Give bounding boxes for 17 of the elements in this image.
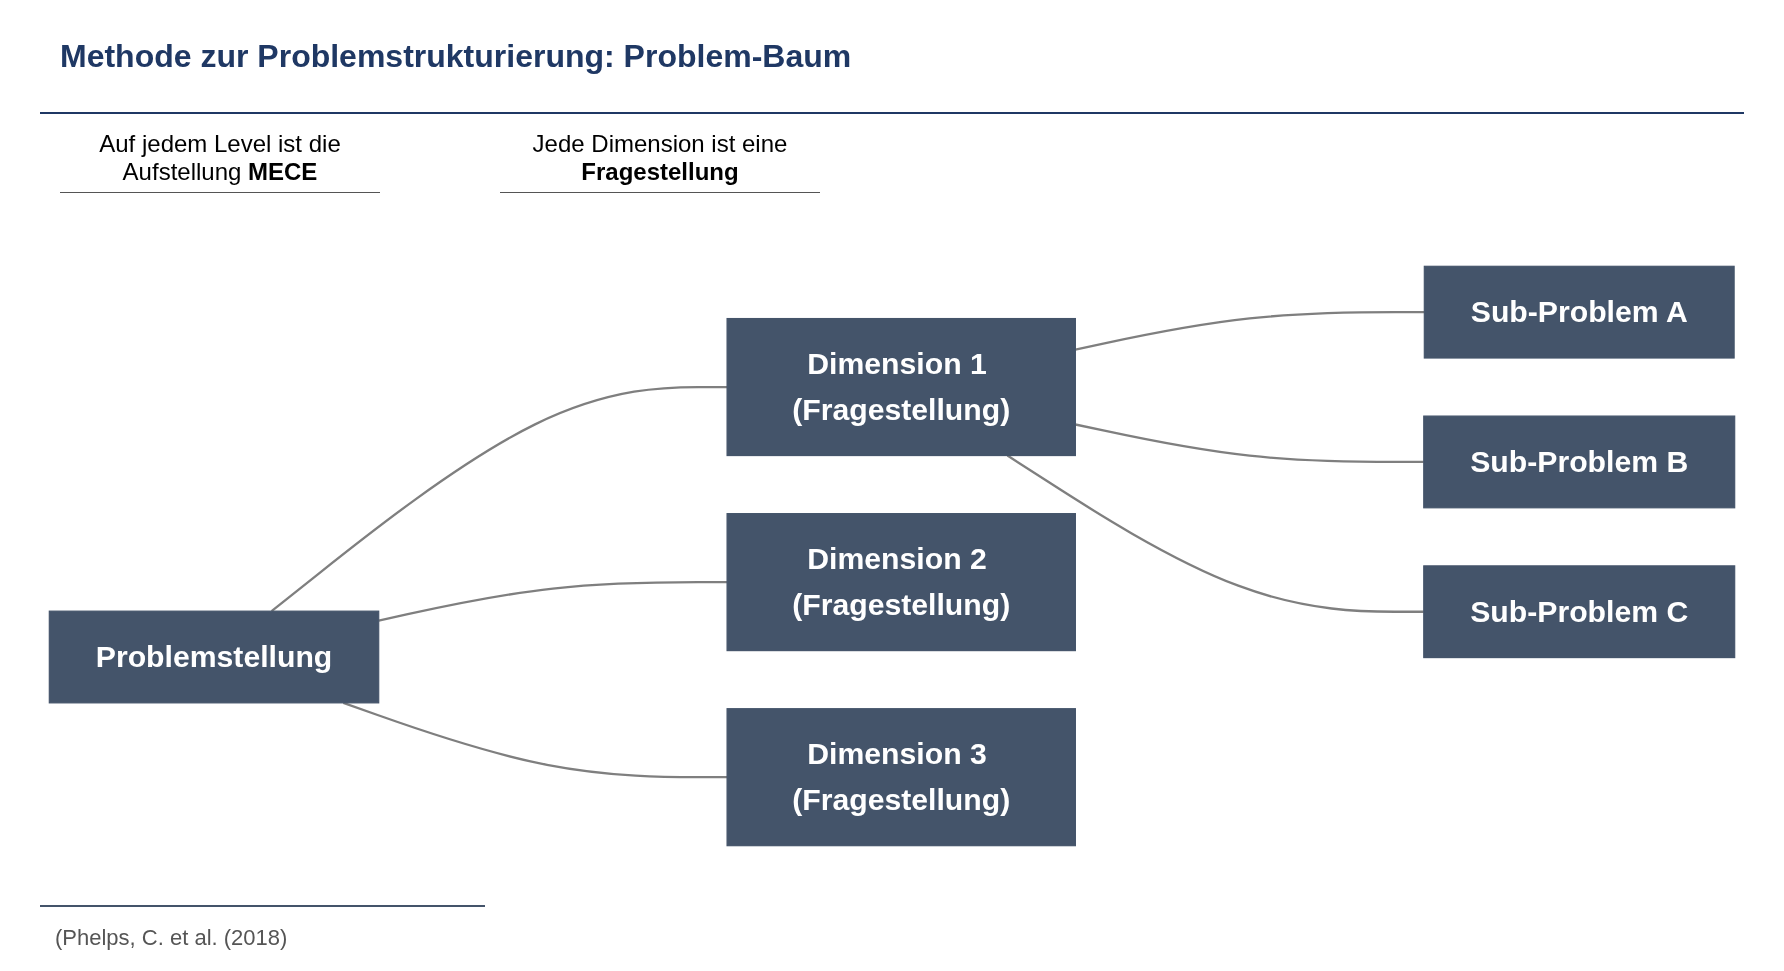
node-box: Dimension 1 (Fragestellung) [726, 317, 1076, 456]
annotation-text: Jede Dimension ist eine Fragestellung [500, 130, 820, 193]
annotation-text: Auf jedem Level ist die Aufstellung MECE [60, 130, 380, 193]
connector [1075, 310, 1425, 351]
node-box: Dimension 3 (Fragestellung) [726, 707, 1076, 846]
connector [270, 385, 728, 612]
connector [1006, 454, 1424, 613]
node-box: Sub-Problem A [1423, 265, 1735, 359]
connector [1075, 422, 1424, 463]
connector [342, 701, 728, 778]
node-box: Sub-Problem B [1423, 415, 1736, 508]
connector [378, 580, 728, 622]
node-box: Dimension 2 (Fragestellung) [726, 512, 1076, 651]
source-citation: (Phelps, C. et al. (2018) [55, 925, 288, 951]
node-box: Sub-Problem C [1423, 564, 1736, 658]
slide-title: Methode zur Problemstrukturierung: Problem-Baum [60, 38, 852, 75]
node-box: Problemstellung [48, 610, 380, 703]
